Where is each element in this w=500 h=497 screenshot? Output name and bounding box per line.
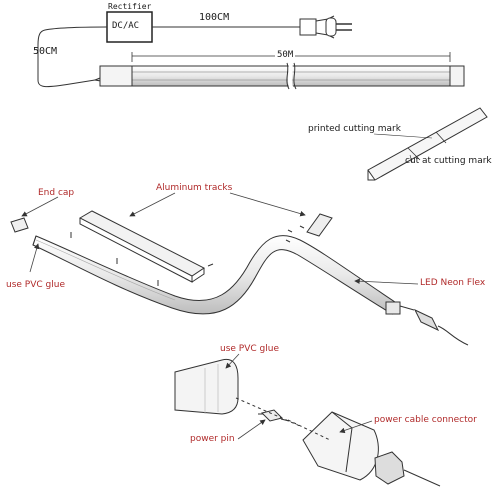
cutting-mark-section [367, 107, 488, 181]
dc-ac-label: DC/AC [112, 21, 140, 31]
plug-body [299, 18, 317, 36]
power-pin-label: power pin [190, 434, 235, 444]
length-50m-label: 50M [275, 50, 296, 60]
connector-gland [374, 451, 405, 485]
end-cap-part [10, 217, 29, 233]
right-end-cap [306, 213, 333, 237]
power-supply-section [37, 11, 465, 90]
end-cap-label: End cap [38, 188, 75, 198]
length-100cm-label: 100CM [199, 12, 230, 23]
length-50cm-label: 50CM [33, 46, 58, 57]
strip-end-cap-left [99, 65, 133, 87]
led-neon-flex-part [32, 235, 396, 315]
power-pin-part [261, 409, 283, 422]
power-cable-connector-part [302, 411, 379, 481]
neon-flex-section [10, 210, 469, 346]
strip-end-cap-right [449, 65, 465, 87]
use-pvc-glue-detail-label: use PVC glue [220, 344, 279, 354]
printed-cutting-mark-label: printed cutting mark [308, 124, 401, 134]
rectifier-cable-left [37, 26, 108, 88]
leader-lines [21, 192, 419, 440]
cut-at-cutting-mark-label: cut at cutting mark [405, 156, 492, 166]
aluminum-tracks-label: Aluminum tracks [156, 183, 233, 193]
led-neon-flex-label: LED Neon Flex [420, 278, 486, 288]
neon-strip-top [93, 65, 459, 87]
flex-plug [413, 308, 440, 332]
connector-detail-section [174, 358, 441, 487]
flex-end-detail [174, 358, 239, 415]
power-cable-connector-label: power cable connector [374, 415, 477, 425]
rectifier-label: Rectifier [108, 2, 152, 11]
use-pvc-glue-left-label: use PVC glue [6, 280, 65, 290]
